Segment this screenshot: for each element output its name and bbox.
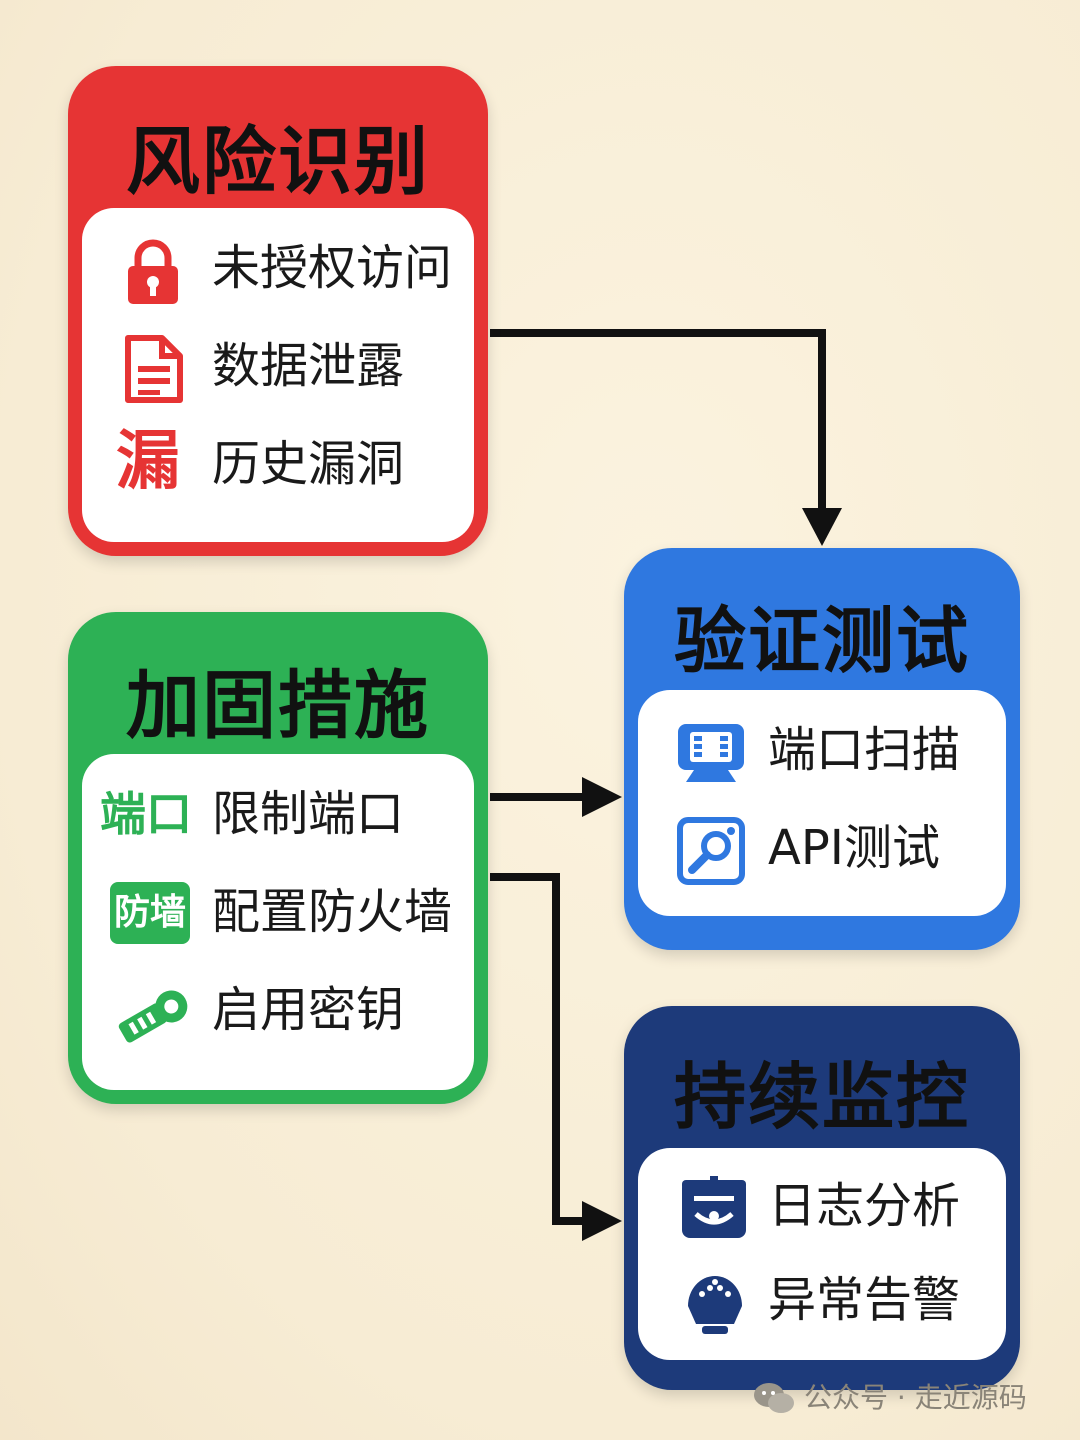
verification-testing-panel: 验证测试 端口扫描 API测试 <box>624 548 1020 950</box>
risk-items-card: 未授权访问 数据泄露 漏 历史漏洞 <box>82 208 474 542</box>
arrow-risk-to-verify-head <box>802 508 842 546</box>
port-glyph-icon: 端口 <box>100 787 192 841</box>
harden-panel-title: 加固措施 <box>126 663 430 749</box>
harden-item-restrict-ports: 端口 限制端口 <box>82 774 474 854</box>
verify-item-api-test: API测试 <box>638 808 1006 888</box>
log-eye-icon <box>682 1176 746 1238</box>
harden-item-label: 限制端口 <box>212 786 405 842</box>
watermark-text: 公众号 · 走近源码 <box>804 1381 1027 1414</box>
key-icon <box>118 990 188 1043</box>
harden-items-card: 端口 限制端口 防墙 配置防火墙 启用密钥 <box>82 754 474 1090</box>
risk-item-unauthorized-access: 未授权访问 <box>82 228 474 308</box>
monitor-item-label: 日志分析 <box>768 1178 961 1234</box>
watermark: 公众号 · 走近源码 <box>752 1378 1052 1418</box>
monitor-panel-title: 持续监控 <box>673 1055 970 1139</box>
verify-items-card: 端口扫描 API测试 <box>638 690 1006 916</box>
verify-panel-title: 验证测试 <box>673 599 970 683</box>
verify-item-label: API测试 <box>768 820 940 876</box>
risk-panel-title: 风险识别 <box>126 119 430 205</box>
verify-item-port-scan: 端口扫描 <box>638 710 1006 790</box>
monitor-items-card: 日志分析 异常告警 <box>638 1148 1006 1360</box>
harden-item-label: 启用密钥 <box>212 982 405 1038</box>
harden-item-configure-firewall: 防墙 配置防火墙 <box>82 872 474 952</box>
leak-glyph-icon: 漏 <box>116 425 180 499</box>
arrow-risk-to-verify <box>490 329 826 510</box>
monitor-item-anomaly-alert: 异常告警 <box>638 1260 1006 1340</box>
risk-item-historical-vulnerability: 漏 历史漏洞 <box>82 424 474 504</box>
monitor-item-log-analysis: 日志分析 <box>638 1166 1006 1246</box>
risk-item-label: 未授权访问 <box>212 240 453 296</box>
arrow-harden-to-monitor-head <box>582 1201 622 1241</box>
scanner-icon <box>678 724 744 782</box>
wechat-icon <box>754 1383 794 1413</box>
firewall-glyph-icon: 防墙 <box>114 892 187 933</box>
risk-identification-panel: 风险识别 未授权访问 数据泄露 漏 历史漏洞 <box>68 66 488 556</box>
risk-item-label: 数据泄露 <box>212 338 405 394</box>
magnifier-icon <box>677 817 745 885</box>
document-icon <box>125 335 183 403</box>
arrow-harden-to-verify-head <box>582 777 622 817</box>
harden-item-enable-key: 启用密钥 <box>82 970 474 1050</box>
hardening-measures-panel: 加固措施 端口 限制端口 防墙 配置防火墙 启用密钥 <box>68 612 488 1104</box>
continuous-monitoring-panel: 持续监控 日志分析 异常告警 <box>624 1006 1020 1390</box>
risk-item-data-leak: 数据泄露 <box>82 326 474 406</box>
harden-item-label: 配置防火墙 <box>212 884 453 940</box>
risk-item-label: 历史漏洞 <box>212 436 405 492</box>
arrow-harden-to-monitor <box>490 873 584 1225</box>
verify-item-label: 端口扫描 <box>768 722 961 778</box>
lock-icon <box>128 239 178 304</box>
monitor-item-label: 异常告警 <box>768 1272 961 1328</box>
firewall-glyph-badge <box>110 882 190 944</box>
alarm-bell-icon <box>688 1276 742 1334</box>
